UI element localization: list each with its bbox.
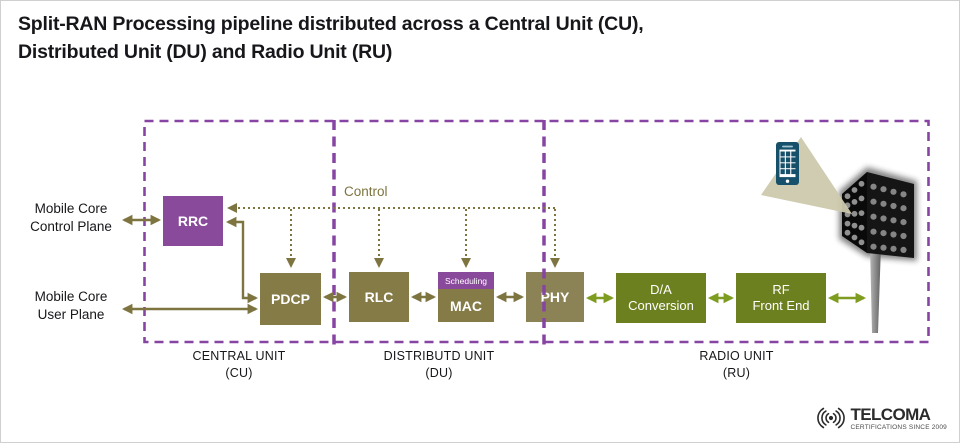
logo-name: TELCOMA — [850, 404, 931, 424]
label-mobile-core-control-plane: Mobile Core Control Plane — [30, 201, 112, 234]
region-label-distributed-unit: DISTRIBUTD UNIT (DU) — [334, 348, 544, 382]
label-mobile-core-user-plane: Mobile Core User Plane — [34, 289, 108, 322]
control-plane-dotted-lines — [227, 203, 560, 268]
logo-tagline: CERTIFICATIONS SINCE 2009 — [850, 423, 947, 431]
title-line-1: Split-RAN Processing pipeline distribute… — [18, 13, 644, 35]
region-du-abbr: (DU) — [425, 365, 453, 380]
block-rf-front-end: RF Front End — [736, 273, 826, 323]
telcoma-logo: TELCOMA CERTIFICATIONS SINCE 2009 — [814, 403, 947, 433]
title-line-2: Distributed Unit (DU) and Radio Unit (RU… — [18, 40, 393, 63]
block-mac: Scheduling MAC — [438, 272, 494, 322]
block-da-conversion: D/A Conversion — [616, 273, 706, 323]
antenna-array-icon — [839, 167, 917, 333]
region-cu-abbr: (CU) — [225, 365, 253, 380]
block-mac-scheduling-header: Scheduling — [438, 272, 494, 289]
radio-waves-icon — [817, 407, 846, 429]
signal-beam — [761, 137, 852, 214]
region-ru-name: RADIO UNIT — [699, 349, 774, 363]
label-control: Control — [344, 184, 388, 199]
region-cu-name: CENTRAL UNIT — [192, 349, 286, 363]
region-du-name: DISTRIBUTD UNIT — [383, 349, 495, 363]
region-label-radio-unit: RADIO UNIT (RU) — [544, 348, 929, 382]
block-mac-label: MAC — [450, 297, 482, 314]
block-rrc: RRC — [163, 196, 223, 246]
smartphone-icon — [776, 142, 799, 185]
block-pdcp: PDCP — [260, 273, 321, 325]
block-rlc: RLC — [349, 272, 409, 322]
page-title: Split-RAN Processing pipeline distribute… — [18, 11, 644, 66]
block-phy: PHY — [526, 272, 584, 322]
region-ru-abbr: (RU) — [722, 365, 751, 380]
region-label-central-unit: CENTRAL UNIT (CU) — [144, 348, 334, 382]
